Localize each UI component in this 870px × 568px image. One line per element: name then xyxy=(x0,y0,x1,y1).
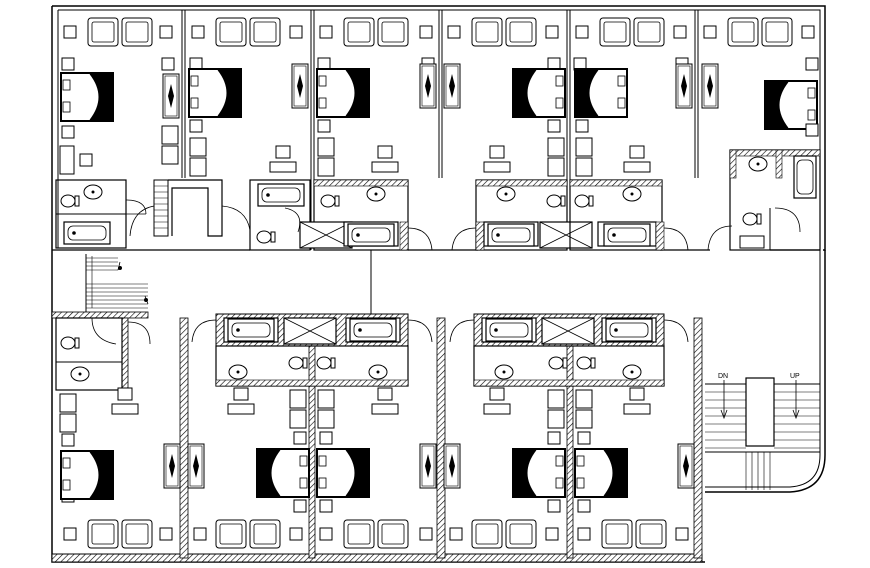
stair-down-label: DN xyxy=(718,373,728,380)
bottom-wall xyxy=(51,553,703,563)
left-staircase xyxy=(85,254,149,312)
right-staircase xyxy=(705,377,820,490)
lower-bathrooms xyxy=(55,313,689,391)
stair-up-label: UP xyxy=(790,373,800,380)
upper-furniture xyxy=(59,17,819,177)
lower-partitions xyxy=(51,311,703,559)
lower-furniture xyxy=(59,387,695,549)
upper-bathrooms xyxy=(55,149,821,251)
upper-stair xyxy=(129,179,251,237)
